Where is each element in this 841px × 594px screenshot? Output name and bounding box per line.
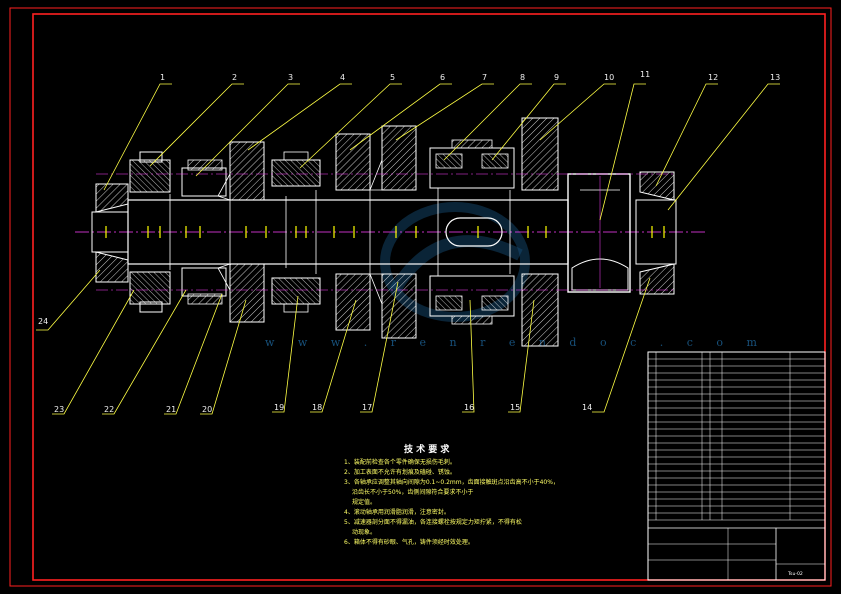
part-label-13: 13 — [770, 73, 780, 82]
left-sleeve-top — [129, 159, 171, 193]
tech-req-item-7: 5、减速器剖分面不得漏油，各连接螺栓按规定力矩拧紧，不得有松 — [344, 518, 522, 526]
part-label-10: 10 — [604, 73, 614, 82]
left-bearing-top — [95, 183, 129, 213]
tech-req-item-9: 6、箱体不得有砂眼、气孔，铸件须经时效处理。 — [344, 538, 474, 546]
sync-top — [271, 159, 321, 187]
tech-req-item-3: 3、各轴承应调整其轴向间隙为0.1~0.2mm，齿面接触斑点沿齿高不小于40%， — [344, 478, 559, 486]
left-sleeve-bottom — [129, 271, 171, 305]
parts-list-table: Tsu-02 — [647, 351, 826, 581]
drawing-number: Tsu-02 — [787, 571, 803, 577]
tech-req-item-8: 动现象。 — [352, 528, 376, 536]
gear-6-top — [381, 125, 417, 191]
sync-bottom — [271, 277, 321, 305]
technical-requirements: 技 术 要 求 1、装配前检查各个零件确保无损伤毛刺。 2、加工表面不允许有划痕… — [344, 443, 559, 546]
key-slot — [445, 217, 503, 247]
shaft-assembly — [75, 117, 705, 347]
part-label-15: 15 — [510, 403, 520, 412]
part-label-21: 21 — [166, 405, 176, 414]
outer-frame — [9, 7, 832, 587]
part-label-18: 18 — [312, 403, 322, 412]
gear-5-bottom — [335, 273, 371, 331]
part-label-24: 24 — [38, 317, 48, 326]
gear-5-top — [335, 133, 371, 191]
part-label-19: 19 — [274, 403, 284, 412]
part-label-8: 8 — [520, 73, 525, 82]
inner-frame — [32, 13, 826, 581]
spacer-ring-top — [181, 167, 227, 197]
part-label-17: 17 — [362, 403, 372, 412]
part-label-6: 6 — [440, 73, 445, 82]
tech-req-item-2: 2、加工表面不允许有划痕及磕碰、锈蚀。 — [344, 468, 456, 476]
part-label-12: 12 — [708, 73, 718, 82]
part-label-9: 9 — [554, 73, 559, 82]
right-bearing-top — [639, 171, 675, 201]
leaders-bottom — [36, 269, 651, 415]
part-labels-bottom: 24 23 22 21 20 19 18 17 16 15 14 — [38, 317, 592, 414]
tech-req-item-1: 1、装配前检查各个零件确保无损伤毛刺。 — [344, 458, 456, 466]
tech-req-item-6: 4、滚动轴承用润滑脂润滑，注意密封。 — [344, 508, 450, 516]
dimension-marks — [105, 226, 665, 238]
part-label-3: 3 — [288, 73, 293, 82]
tech-req-item-4: 沿齿长不小于50%，齿侧间隙符合要求不小于 — [352, 488, 473, 496]
leaders-top — [103, 83, 780, 221]
part-label-14: 14 — [582, 403, 592, 412]
part-label-5: 5 — [390, 73, 395, 82]
part-label-23: 23 — [54, 405, 64, 414]
part-label-7: 7 — [482, 73, 487, 82]
shaft-end-right — [567, 173, 631, 293]
part-label-11: 11 — [640, 70, 650, 79]
gear-4-bottom — [229, 263, 265, 323]
part-label-20: 20 — [202, 405, 212, 414]
part-label-22: 22 — [104, 405, 114, 414]
part-label-2: 2 — [232, 73, 237, 82]
spacer-ring-bottom — [181, 267, 227, 297]
gear-6-bottom — [381, 273, 417, 339]
part-labels-top: 1 2 3 4 5 6 7 8 9 10 11 12 13 — [160, 70, 780, 82]
watermark-text: w w w . r e n r e n d o c . c o m — [265, 336, 767, 349]
shaft-end-curve — [571, 258, 629, 291]
left-bearing-bottom — [95, 251, 129, 283]
part-label-4: 4 — [340, 73, 345, 82]
tech-req-title: 技 术 要 求 — [404, 443, 450, 455]
gear-4-top — [229, 141, 265, 201]
gear-10-bottom — [521, 273, 559, 347]
part-label-16: 16 — [464, 403, 474, 412]
right-bearing-bottom — [639, 263, 675, 295]
part-label-1: 1 — [160, 73, 165, 82]
tech-req-item-5: 规定值。 — [352, 498, 376, 506]
